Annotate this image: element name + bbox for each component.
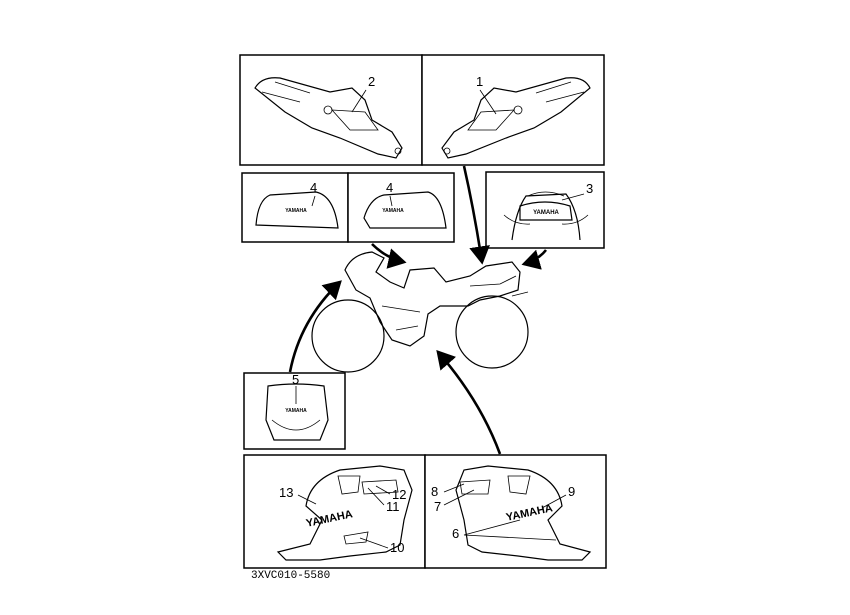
callout-5: 5	[292, 372, 299, 387]
callout-labels: 2 1 3 4 4 5 13 12 11 10 8 7 9 6	[279, 74, 593, 555]
panel-side-cowl-right	[421, 54, 605, 166]
motorcycle-silhouette	[311, 251, 529, 373]
panel-tail: YAMAHA	[485, 171, 605, 249]
leader-lines	[295, 89, 585, 549]
front-cowl-logo: YAMAHA	[285, 408, 307, 414]
callout-9: 9	[568, 484, 575, 499]
panel-tank-right: YAMAHA	[347, 172, 455, 243]
callout-13: 13	[279, 485, 293, 500]
callout-8: 8	[431, 484, 438, 499]
drawing-code: 3XVC010-5580	[251, 570, 330, 582]
callout-4-left: 4	[310, 180, 317, 195]
panel-lower-fairing-right: YAMAHA	[424, 454, 607, 569]
callout-3: 3	[586, 181, 593, 196]
callout-6: 6	[452, 526, 459, 541]
panel-tank-left: YAMAHA	[241, 172, 349, 243]
tank-logo-right: YAMAHA	[382, 208, 404, 214]
callout-12: 12	[392, 487, 406, 502]
callout-11: 11	[386, 499, 400, 514]
connector-arrows	[288, 165, 548, 455]
tail-logo: YAMAHA	[533, 210, 559, 216]
callout-2: 2	[368, 74, 375, 89]
panel-side-cowl-left	[239, 54, 423, 166]
callout-4-right: 4	[386, 180, 393, 195]
callout-10: 10	[390, 540, 404, 555]
panel-front-cowl: YAMAHA	[243, 372, 346, 450]
tank-logo-left: YAMAHA	[285, 208, 307, 214]
callout-1: 1	[476, 74, 483, 89]
callout-7: 7	[434, 499, 441, 514]
panel-lower-fairing-left: YAMAHA	[243, 454, 426, 569]
